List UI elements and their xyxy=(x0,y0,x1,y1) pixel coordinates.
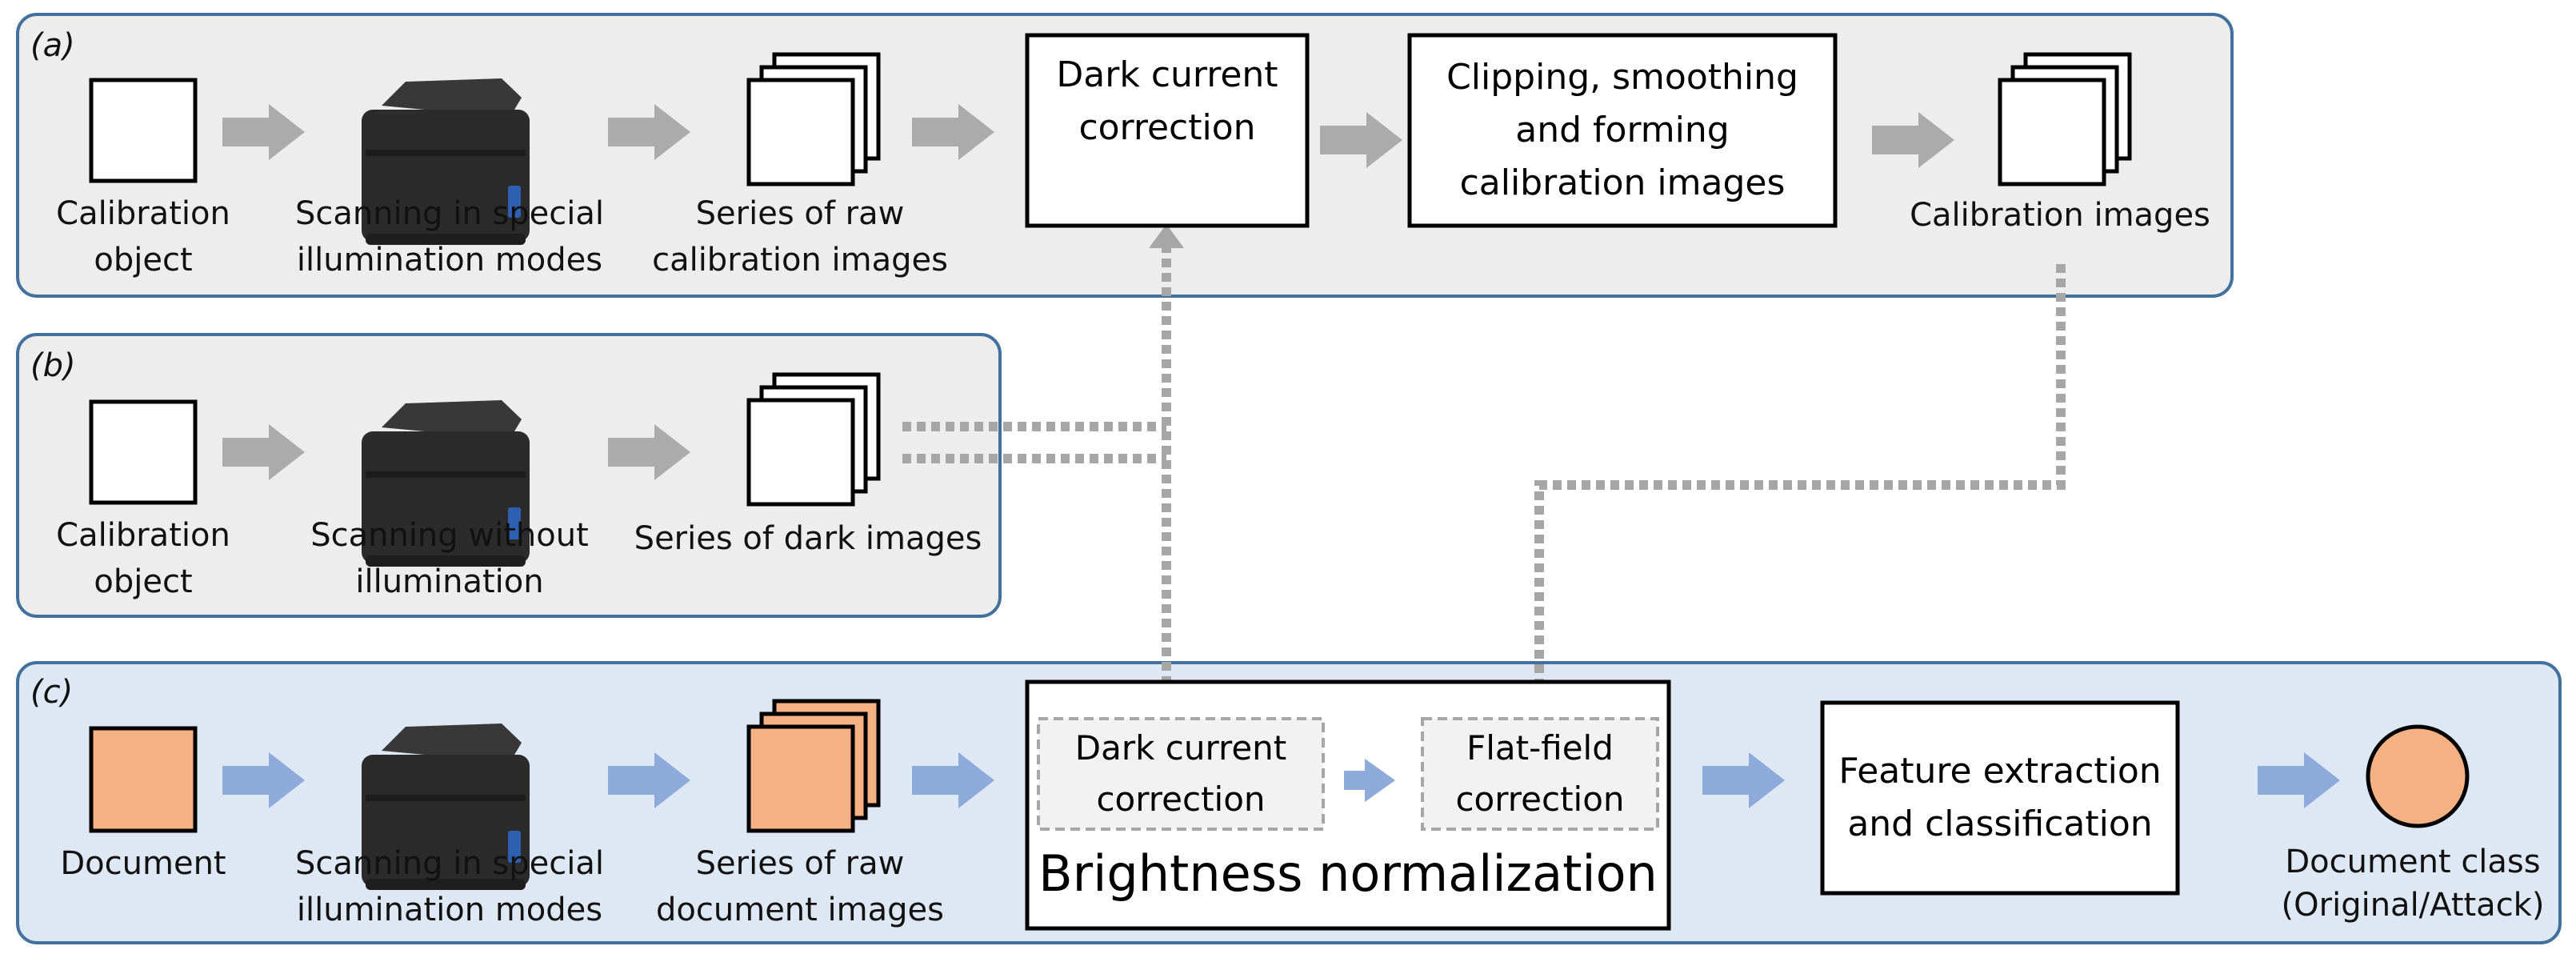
label-calibration-object-a: Calibration object xyxy=(56,195,230,279)
label-scanning-a: Scanning in special illumination modes xyxy=(295,195,604,279)
document-square xyxy=(89,726,198,833)
clipping-text: Clipping, smoothing and forming calibrat… xyxy=(1446,57,1798,203)
flat-field-box xyxy=(1421,717,1659,831)
label-scanning-b: Scanning without illumination xyxy=(310,517,589,600)
dark-current-box-c xyxy=(1037,717,1325,831)
dark-current-text-c: Dark current correction xyxy=(1074,728,1287,819)
panel-a-tag: (a) xyxy=(30,27,75,64)
label-raw-series-c: Series of raw document images xyxy=(656,845,944,928)
dotted-line-calibration xyxy=(1534,264,2066,693)
calibration-object-square-b xyxy=(89,399,198,505)
label-calibration-images: Calibration images xyxy=(1910,197,2210,234)
arrow-a5 xyxy=(1872,112,1954,168)
label-scanning-c: Scanning in special illumination modes xyxy=(295,845,604,928)
image-stack-icon-a xyxy=(746,52,881,186)
dark-images-stack-icon xyxy=(746,372,881,507)
arrow-c5 xyxy=(1702,752,1785,808)
label-document: Document xyxy=(60,845,226,882)
arrow-c2 xyxy=(608,752,690,808)
calibration-object-square-a xyxy=(89,78,198,183)
arrow-c3 xyxy=(912,752,994,808)
panel-c-tag: (c) xyxy=(30,674,74,711)
document-images-stack-icon xyxy=(746,699,881,833)
document-class-circle xyxy=(2366,724,2470,828)
brightness-normalization-text: Brightness normalization xyxy=(1038,844,1658,903)
arrow-c4 xyxy=(1344,759,1395,802)
feature-extraction-box xyxy=(1820,700,2180,896)
label-raw-series-a: Series of raw calibration images xyxy=(652,195,948,279)
dark-current-text-a: Dark current correction xyxy=(1056,54,1278,148)
dark-current-box-a xyxy=(1025,33,1310,228)
label-document-class: Document class (Original/Attack) xyxy=(2281,844,2545,924)
arrow-c1 xyxy=(222,752,305,808)
dotted-arrowhead-up xyxy=(1149,224,1184,248)
flat-field-text: Flat-field correction xyxy=(1455,728,1625,819)
arrow-a4 xyxy=(1320,112,1402,168)
arrow-c6 xyxy=(2258,752,2340,808)
arrow-b1 xyxy=(222,424,305,480)
panel-b-tag: (b) xyxy=(30,347,76,384)
arrow-a3 xyxy=(912,104,994,160)
clipping-box xyxy=(1407,33,1838,228)
calibration-images-stack-icon xyxy=(1998,52,2132,186)
arrow-a2 xyxy=(608,104,690,160)
arrow-b2 xyxy=(608,424,690,480)
label-calibration-object-b: Calibration object xyxy=(56,517,230,600)
label-dark-series: Series of dark images xyxy=(634,520,982,557)
arrow-a1 xyxy=(222,104,305,160)
feature-extraction-text: Feature extraction and classification xyxy=(1838,751,2162,844)
